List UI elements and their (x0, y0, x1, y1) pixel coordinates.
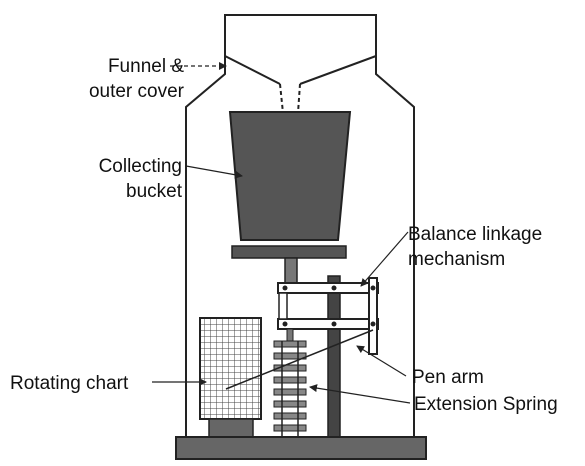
spring-label: Extension Spring (414, 394, 558, 415)
pivot (282, 285, 288, 291)
rotating-chart (199, 317, 262, 420)
spring-rod (286, 328, 294, 342)
linkage-label-line1: Balance linkage (408, 224, 543, 245)
bucket-label-line1: Collecting (98, 156, 182, 177)
funnel-label: Funnel & outer cover (56, 54, 184, 104)
outer-cover (185, 14, 415, 437)
leader-linkage (360, 231, 409, 287)
funnel-label-line1: Funnel & (107, 56, 184, 77)
pivot (370, 285, 376, 291)
chart-label: Rotating chart (10, 373, 129, 394)
bucket-stem (284, 257, 298, 285)
pivot (331, 285, 337, 291)
leader-bucket (185, 165, 243, 179)
funnel (224, 55, 377, 85)
linkage-label-line2: mechanism (408, 249, 506, 270)
base-plate (175, 436, 427, 460)
pivot (370, 321, 376, 327)
linkage-link-left (278, 292, 288, 320)
leader-spring (309, 384, 411, 404)
pivot (331, 321, 337, 327)
linkage-end-plate (368, 277, 378, 355)
funnel-spout (279, 83, 301, 114)
linkage-post (327, 275, 341, 440)
chart-drum-base (208, 418, 254, 438)
funnel-label-line2: outer cover (88, 81, 184, 102)
pen-arm-label: Pen arm (412, 367, 484, 388)
bucket-platform (231, 245, 347, 259)
pivot (282, 321, 288, 327)
linkage-lower-bar (277, 318, 379, 330)
leader-pen-arm (356, 345, 407, 377)
extension-spring (273, 340, 307, 437)
collecting-bucket (228, 111, 352, 241)
pen-arm (225, 329, 374, 390)
bucket-label-line2: bucket (126, 181, 182, 202)
linkage-label: Balance linkage mechanism (408, 222, 542, 272)
bucket-label: Collecting bucket (60, 154, 182, 204)
